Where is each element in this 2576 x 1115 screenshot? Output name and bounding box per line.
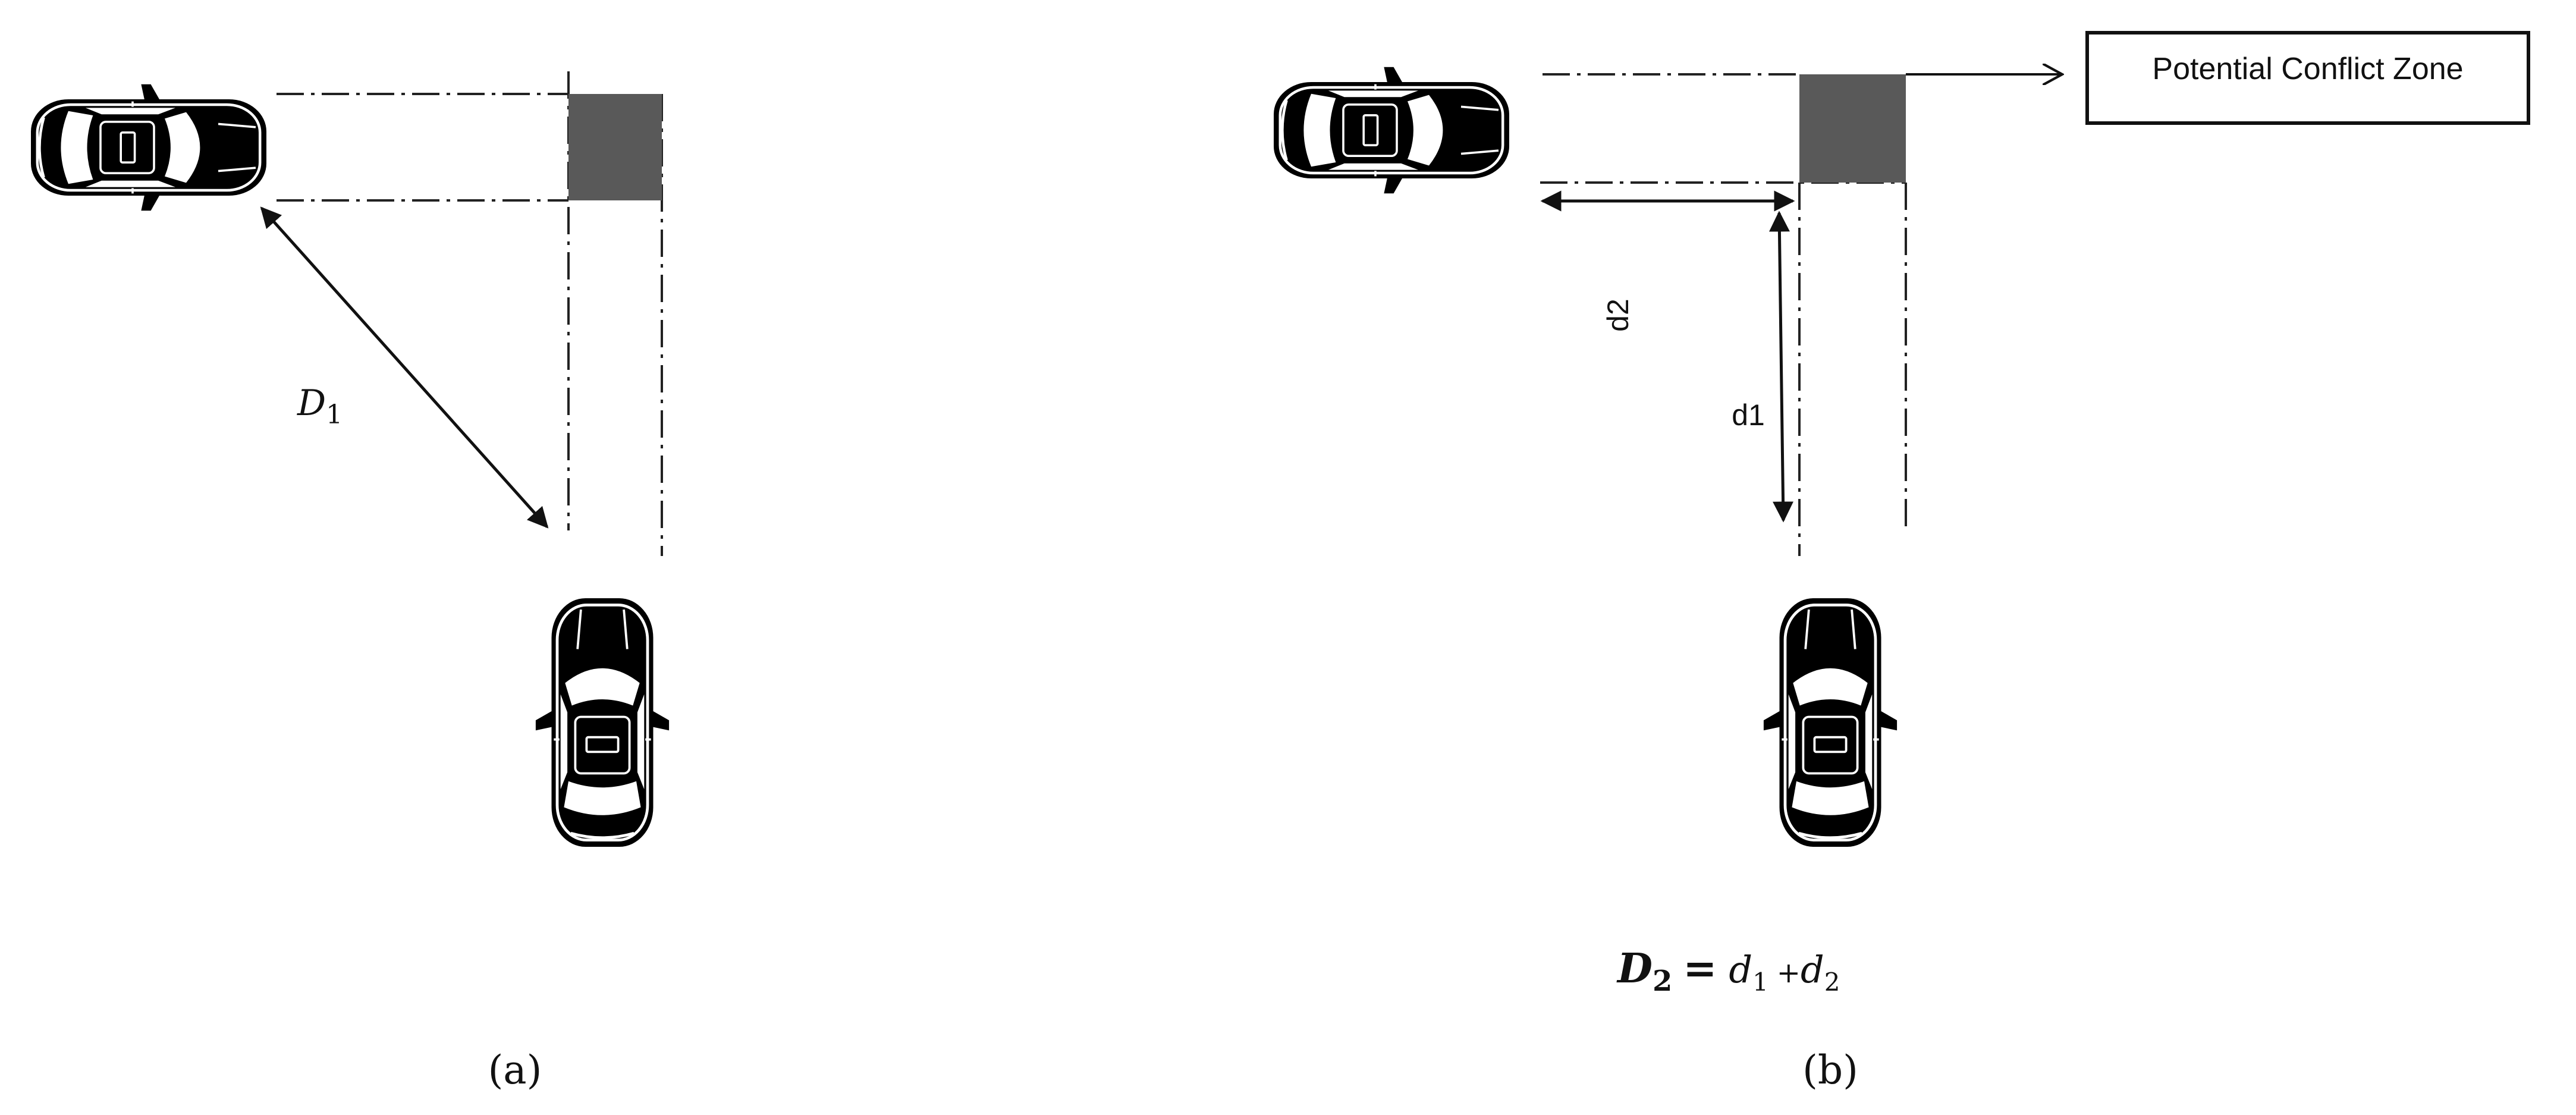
car-icon-vertical-a [536,598,669,847]
formula-d2: D2=d1+d2 [1616,945,1840,998]
conflict-zone-a [568,94,662,200]
distance-label-d2: d2 [1601,299,1635,332]
callout-box [2085,31,2530,125]
caption-a: (a) [488,1047,542,1093]
car-icon-horizontal-b [1274,67,1509,193]
distance-arrow-d1-b [1768,211,1794,523]
conflict-zone-b [1799,74,1906,183]
panel-b: Potential Conflict Zone d2 d1 D2=d1+d2 (… [1274,31,2530,1093]
car-icon-horizontal-a [31,84,266,211]
car-icon-vertical-b [1764,598,1897,847]
panel-a: D1 (a) [31,71,669,1093]
distance-label-d1-b: d1 [1732,398,1765,432]
caption-b: (b) [1802,1047,1858,1093]
distance-label-d1: D1 [297,382,343,430]
distance-arrow-d1 [260,206,549,529]
callout-label: Potential Conflict Zone [2152,52,2463,86]
